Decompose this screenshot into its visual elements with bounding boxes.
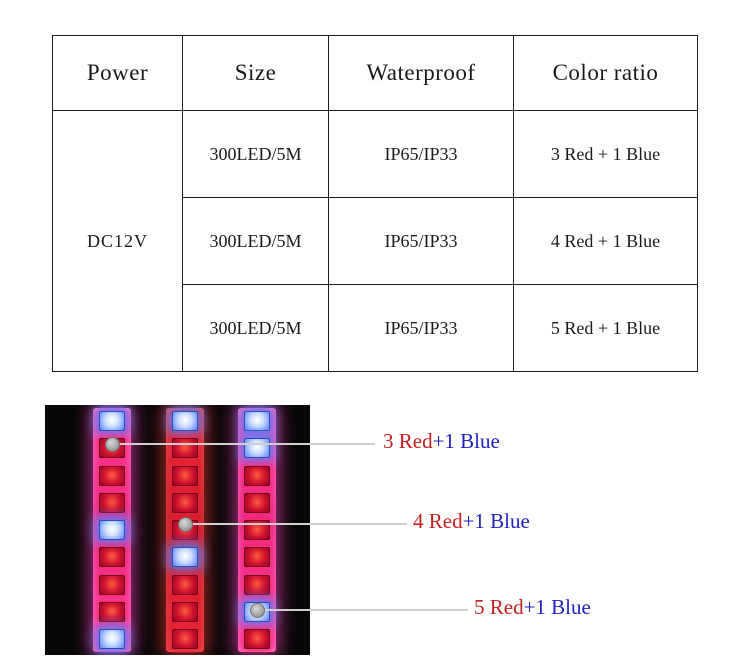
callout-red-text: 5 Red: [474, 595, 524, 619]
led-chip-red: [172, 492, 198, 513]
led-chip-red: [99, 574, 125, 595]
table-header-row: Power Size Waterproof Color ratio: [52, 35, 698, 111]
waterproof-value: IP65/IP33: [328, 110, 514, 198]
ratio-value: 5 Red + 1 Blue: [513, 284, 698, 372]
led-chip-red: [99, 547, 125, 568]
led-chip-blue: [172, 547, 198, 568]
size-value: 300LED/5M: [182, 197, 329, 285]
callout-dot-1: [105, 437, 120, 452]
led-chip-red: [244, 492, 270, 513]
callout-red-text: 3 Red: [383, 429, 433, 453]
callout-line-1: [112, 443, 375, 445]
size-value: 300LED/5M: [182, 110, 329, 198]
callout-dot-3: [250, 603, 265, 618]
callout-blue-text: +1 Blue: [432, 429, 500, 453]
power-value: DC12V: [52, 110, 183, 372]
led-chip-blue: [99, 411, 125, 431]
ratio-value: 3 Red + 1 Blue: [513, 110, 698, 198]
led-chip-red: [244, 629, 270, 649]
ratio-value: 4 Red + 1 Blue: [513, 197, 698, 285]
led-chip-red: [172, 438, 198, 459]
led-chip-blue: [99, 629, 125, 649]
callout-line-2: [185, 523, 407, 525]
header-power: Power: [52, 35, 183, 111]
waterproof-value: IP65/IP33: [328, 284, 514, 372]
table-row: 300LED/5M IP65/IP33 4 Red + 1 Blue: [53, 197, 698, 285]
spec-table: Power Size Waterproof Color ratio DC12V …: [52, 35, 698, 372]
led-chip-blue: [99, 520, 125, 540]
size-value: 300LED/5M: [182, 284, 329, 372]
led-chip-red: [99, 492, 125, 513]
led-chip-blue: [172, 411, 198, 431]
led-chip-red: [172, 465, 198, 486]
led-chip-red: [99, 465, 125, 486]
header-size: Size: [182, 35, 329, 111]
led-chip-red: [99, 601, 125, 622]
callout-red-text: 4 Red: [413, 509, 463, 533]
led-chip-red: [172, 574, 198, 595]
table-row: 300LED/5M IP65/IP33 5 Red + 1 Blue: [53, 284, 698, 372]
led-chip-red: [244, 547, 270, 568]
callout-blue-text: +1 Blue: [523, 595, 591, 619]
callout-blue-text: +1 Blue: [462, 509, 530, 533]
header-waterproof: Waterproof: [328, 35, 514, 111]
callout-dot-2: [178, 517, 193, 532]
led-chip-blue: [244, 438, 270, 459]
led-chip-red: [244, 520, 270, 540]
led-chip-red: [244, 574, 270, 595]
led-chip-red: [172, 629, 198, 649]
waterproof-value: IP65/IP33: [328, 197, 514, 285]
led-chip-blue: [244, 411, 270, 431]
callout-label-3red1blue: 3 Red+1 Blue: [383, 429, 500, 454]
header-color-ratio: Color ratio: [513, 35, 698, 111]
led-chip-red: [172, 601, 198, 622]
callout-label-4red1blue: 4 Red+1 Blue: [413, 509, 530, 534]
callout-label-5red1blue: 5 Red+1 Blue: [474, 595, 591, 620]
led-chip-red: [244, 465, 270, 486]
callout-line-3: [257, 609, 468, 611]
table-row: DC12V 300LED/5M IP65/IP33 3 Red + 1 Blue: [52, 110, 698, 372]
